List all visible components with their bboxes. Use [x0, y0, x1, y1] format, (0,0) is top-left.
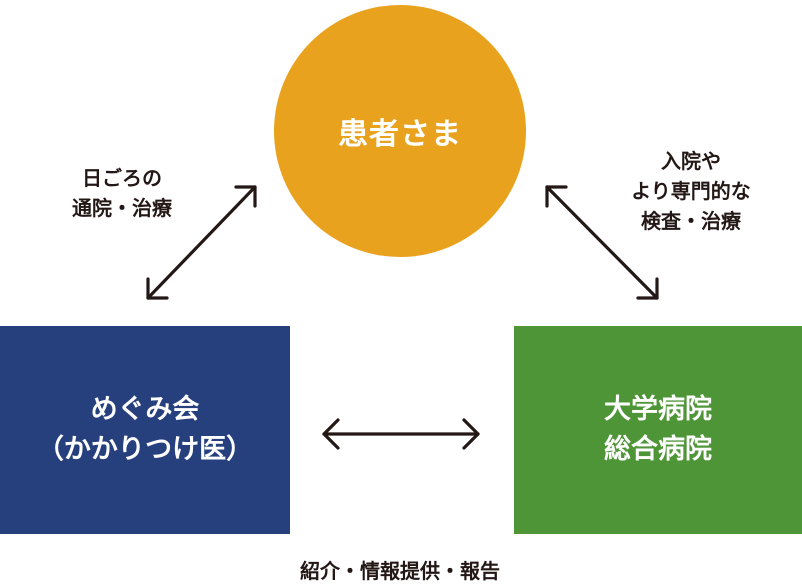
clinic-label-line1: めぐみ会 — [90, 394, 200, 425]
clinic-node: めぐみ会 （かかりつけ医） — [0, 326, 290, 534]
patient-clinic-caption: 日ごろの 通院・治療 — [52, 163, 192, 223]
arrow-patient-hospital-head-bottom — [636, 277, 659, 300]
patient-clinic-caption-line1: 日ごろの — [82, 166, 162, 190]
arrow-patient-clinic-head-bottom — [146, 277, 169, 300]
arrow-patient-clinic-head-top — [234, 185, 257, 208]
patient-hospital-caption: 入院や より専門的な 検査・治療 — [606, 146, 776, 236]
patient-clinic-caption-line2: 通院・治療 — [72, 196, 172, 220]
hospital-label-line1: 大学病院 — [604, 394, 712, 425]
arrow-patient-hospital-line — [545, 185, 659, 300]
patient-label: 患者さま — [338, 117, 462, 152]
hospital-node: 大学病院 総合病院 — [514, 326, 802, 534]
arrow-clinic-hospital-head-left — [322, 418, 340, 450]
patient-node: 患者さま — [274, 5, 526, 257]
clinic-label-line2: （かかりつけ医） — [36, 434, 254, 465]
arrow-patient-clinic-line — [146, 185, 257, 300]
clinic-hospital-caption-text: 紹介・情報提供・報告 — [300, 559, 500, 583]
patient-hospital-caption-line3: 検査・治療 — [641, 209, 741, 233]
arrow-clinic-hospital-head-right — [462, 418, 480, 450]
patient-hospital-caption-line1: 入院や — [661, 149, 721, 173]
clinic-hospital-caption: 紹介・情報提供・報告 — [240, 556, 560, 586]
patient-hospital-caption-line2: より専門的な — [631, 179, 751, 203]
arrow-patient-hospital-head-top — [545, 185, 568, 208]
hospital-label-line2: 総合病院 — [604, 434, 712, 465]
